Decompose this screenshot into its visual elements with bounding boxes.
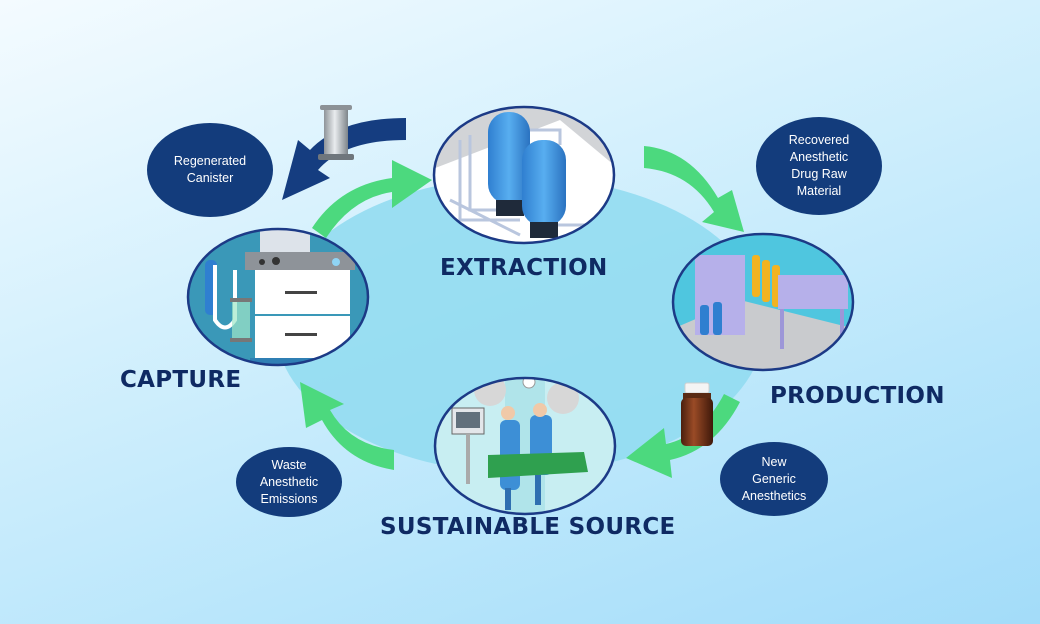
bubble-text-line: New: [761, 454, 787, 469]
bubble-text-line: Anesthetic: [259, 474, 319, 489]
canister-icon: [318, 105, 354, 160]
extraction-illustration: [432, 105, 616, 245]
arrow-capture-to-extraction: [312, 160, 432, 238]
bubble-text-line: Canister: [186, 171, 234, 185]
bubble-new-generic-anesthetics: New Generic Anesthetics: [720, 442, 828, 516]
stage-label-production: PRODUCTION: [770, 383, 945, 409]
stage-label-capture: CAPTURE: [120, 367, 242, 393]
bubble-waste-emissions: Waste Anesthetic Emissions: [236, 447, 342, 517]
bubble-recovered-material: Recovered Anesthetic Drug Raw Material: [756, 117, 882, 215]
bubble-text-line: Drug Raw: [791, 167, 847, 181]
sustainable-source-illustration: [433, 376, 617, 516]
bubble-text-line: Waste: [271, 457, 307, 472]
medicine-bottle-icon: [681, 382, 713, 446]
bubble-text-line: Recovered: [788, 133, 850, 147]
production-illustration: [671, 232, 855, 372]
bubble-text-line: Emissions: [260, 491, 318, 506]
arrow-to-regenerated-canister: [282, 118, 406, 200]
bubble-text-line: Anesthetics: [741, 488, 807, 503]
capture-illustration: [186, 227, 370, 367]
arrow-sustainable-to-capture: [300, 382, 394, 470]
central-cycle-blob: [275, 177, 765, 473]
bubble-text-line: Generic: [752, 471, 796, 486]
arrow-extraction-to-production: [644, 146, 744, 232]
bubble-text-line: Material: [796, 184, 842, 198]
bubble-text-line: Anesthetic: [789, 150, 849, 164]
stage-label-sustainable-source: SUSTAINABLE SOURCE: [380, 514, 676, 540]
bubble-regenerated-canister: Regenerated Canister: [147, 123, 273, 217]
bubble-text-line: Regenerated: [173, 154, 247, 168]
stage-label-extraction: EXTRACTION: [440, 255, 608, 281]
